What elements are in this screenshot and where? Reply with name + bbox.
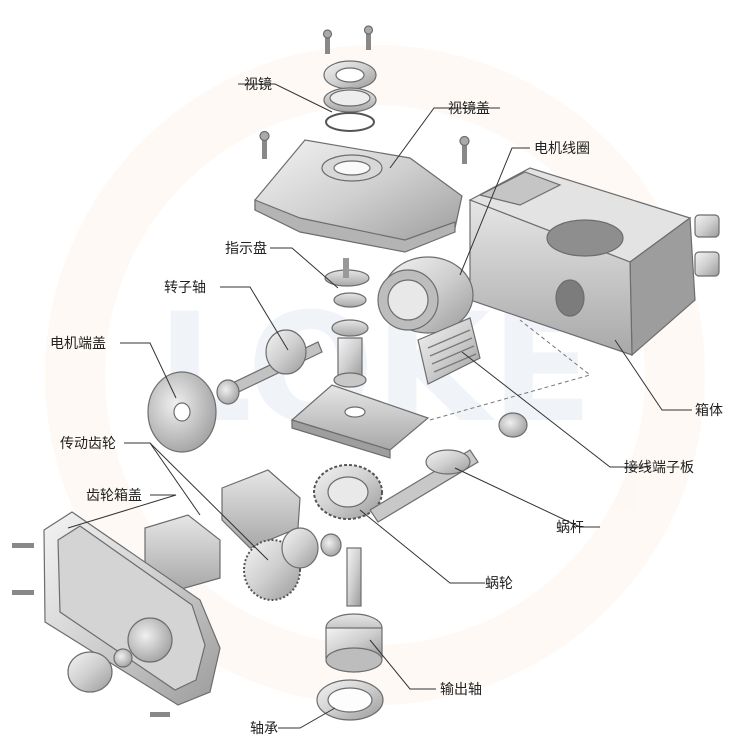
label-rotor-shaft: 转子轴 bbox=[164, 280, 206, 296]
bearing bbox=[316, 679, 384, 721]
sight-glass-assembly bbox=[322, 25, 377, 132]
screw-icon bbox=[259, 130, 470, 164]
label-sight-glass-cover: 视镜盖 bbox=[448, 101, 490, 117]
label-motor-end-cover: 电机端盖 bbox=[50, 336, 106, 352]
transmission-gears bbox=[144, 469, 342, 601]
clutch-stack bbox=[331, 292, 369, 388]
assembly-guide-line bbox=[429, 319, 592, 421]
labels: 视镜 视镜盖 电机线圈 指示盘 转子轴 电机端盖 传动齿轮 齿轮箱盖 箱体 接线… bbox=[50, 77, 723, 737]
label-worm-wheel: 蜗轮 bbox=[485, 576, 513, 592]
leader-lines bbox=[67, 83, 692, 729]
screw-icon bbox=[322, 25, 374, 54]
rotor-shaft bbox=[216, 329, 323, 405]
housing bbox=[468, 167, 720, 357]
sight-glass-cover bbox=[254, 130, 470, 253]
output-shaft bbox=[325, 547, 383, 673]
motor-coil bbox=[377, 256, 474, 334]
gearbox-cover bbox=[12, 511, 221, 717]
screw-icon bbox=[12, 543, 170, 717]
label-gearbox-cover: 齿轮箱盖 bbox=[86, 488, 142, 504]
cable-gland-icon bbox=[694, 214, 720, 277]
label-motor-coil: 电机线圈 bbox=[534, 141, 590, 157]
indicator-disc bbox=[324, 258, 370, 287]
label-sight-glass: 视镜 bbox=[244, 77, 272, 93]
worm-wheel bbox=[313, 464, 383, 520]
worm-shaft bbox=[369, 412, 528, 523]
label-transmission-gear: 传动齿轮 bbox=[60, 436, 116, 452]
mounting-plate bbox=[290, 384, 430, 459]
terminal-board bbox=[417, 317, 481, 385]
label-terminal-board: 接线端子板 bbox=[624, 459, 694, 476]
label-indicator-disc: 指示盘 bbox=[225, 240, 267, 257]
label-worm: 蜗杆 bbox=[556, 520, 584, 536]
label-bearing: 轴承 bbox=[250, 721, 278, 737]
label-output-shaft: 输出轴 bbox=[440, 682, 482, 698]
motor-end-cover bbox=[147, 371, 217, 453]
label-housing: 箱体 bbox=[695, 403, 723, 419]
